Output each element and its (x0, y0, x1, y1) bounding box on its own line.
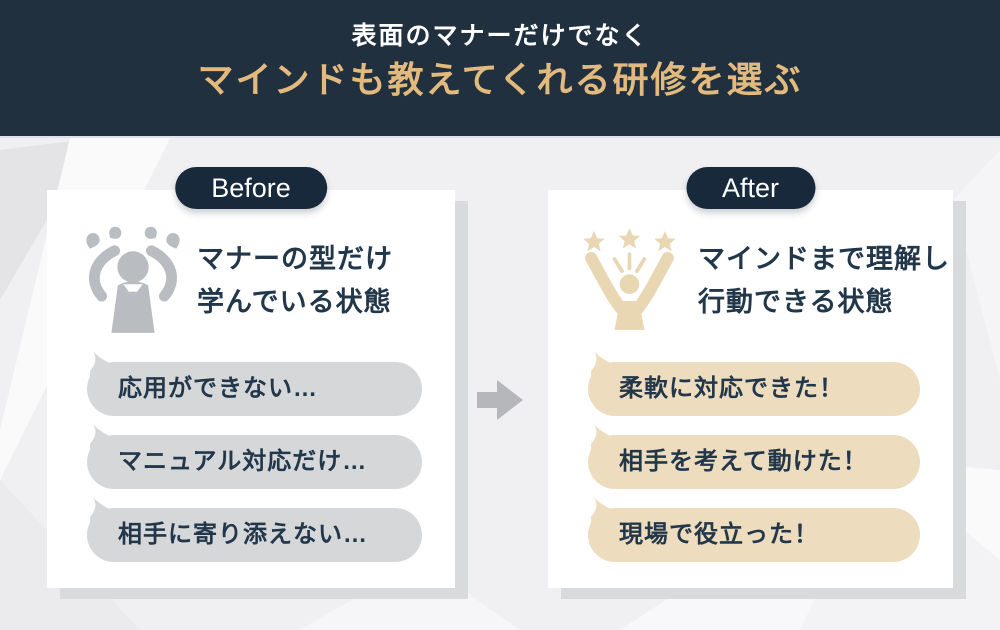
bubble-text: 現場で役立った！ (619, 521, 819, 548)
after-card: After (548, 167, 953, 588)
bubble-text: マニュアル対応だけ… (118, 448, 368, 475)
before-title: マナーの型だけ 学んでいる状態 (197, 238, 393, 324)
speech-bubble: 応用ができない… (87, 351, 422, 416)
header-subtitle: 表面のマナーだけでなく (351, 22, 649, 50)
bubble-text: 相手を考えて動けた！ (619, 448, 868, 475)
before-title-line2: 学んでいる状態 (197, 287, 392, 317)
bubble-tail-icon (90, 497, 117, 525)
after-card-head: マインドまで理解し 行動できる状態 (580, 226, 949, 336)
speech-bubble: 柔軟に対応できた！ (588, 351, 920, 416)
bubble-tail-icon (90, 351, 117, 379)
before-card-head: マナーの型だけ 学んでいる状態 (79, 226, 439, 336)
before-card: Before (47, 167, 455, 588)
bubble-text: 応用ができない… (118, 375, 318, 402)
speech-bubble: マニュアル対応だけ… (87, 424, 422, 489)
bubble-tail-icon (591, 424, 618, 452)
header: 表面のマナーだけでなく マインドも教えてくれる研修を選ぶ (0, 0, 1000, 138)
bubble-text: 柔軟に対応できた！ (619, 375, 844, 402)
after-title: マインドまで理解し 行動できる状態 (698, 238, 950, 324)
bubble-tail-icon (90, 424, 117, 452)
bubble-text: 相手に寄り添えない… (118, 521, 368, 548)
stressed-person-icon (79, 226, 187, 336)
speech-bubble: 相手を考えて動けた！ (588, 424, 920, 489)
speech-bubble: 現場で役立った！ (588, 497, 920, 562)
right-arrow-icon (477, 380, 523, 420)
speech-bubble: 相手に寄り添えない… (87, 497, 422, 562)
bubble-tail-icon (591, 497, 618, 525)
celebrating-person-stars-icon (580, 226, 688, 336)
before-bubbles: 応用ができない… マニュアル対応だけ… 相手に寄り添えない… (87, 351, 422, 581)
bubble-tail-icon (591, 351, 618, 379)
after-title-line2: 行動できる状態 (698, 287, 894, 317)
after-bubbles: 柔軟に対応できた！ 相手を考えて動けた！ 現場で役立った！ (588, 351, 920, 581)
header-title: マインドも教えてくれる研修を選ぶ (197, 59, 803, 100)
before-title-line1: マナーの型だけ (197, 244, 393, 274)
after-label-pill: After (685, 167, 816, 209)
after-title-line1: マインドまで理解し (698, 244, 950, 274)
before-label-pill: Before (175, 167, 327, 209)
